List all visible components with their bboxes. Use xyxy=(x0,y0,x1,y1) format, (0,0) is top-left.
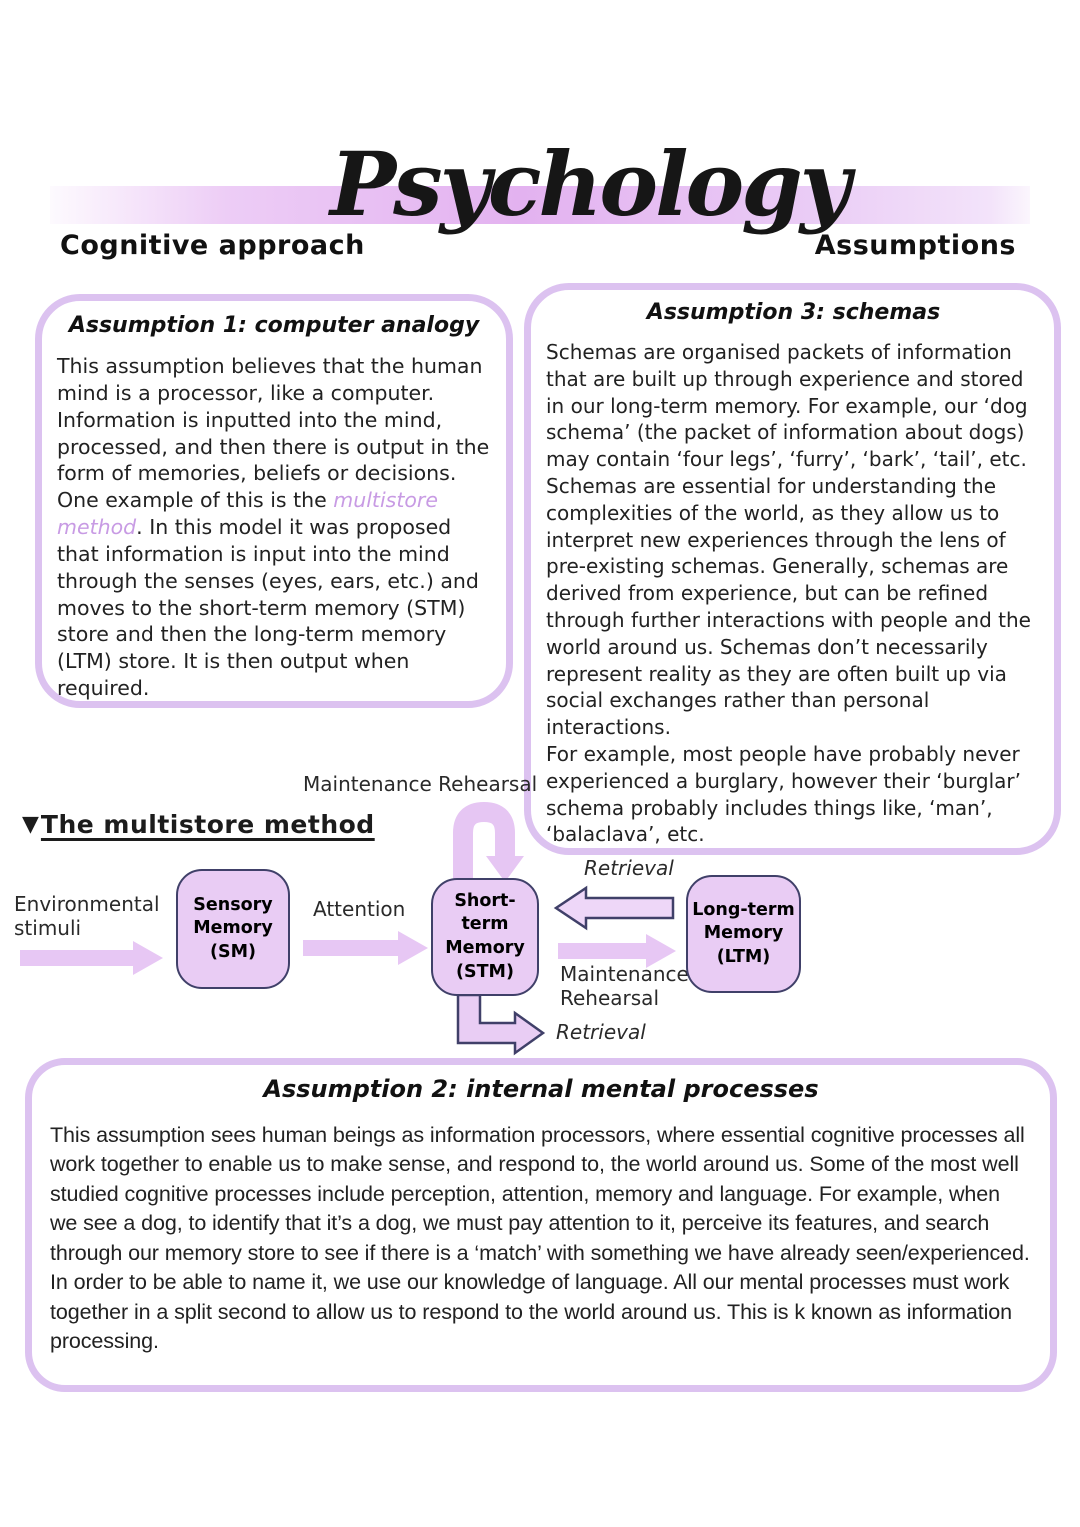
label-rehearsal: Rehearsal xyxy=(560,986,659,1010)
ltm-line2: Memory xyxy=(703,923,784,944)
stm-line3: (STM) xyxy=(456,961,514,982)
label-maintenance-rehearsal-top: Maintenance Rehearsal xyxy=(303,772,538,796)
sm-line3: (SM) xyxy=(209,941,256,962)
assumption1-text-after: . In this model it was proposed that inf… xyxy=(57,515,479,701)
loop-arrow xyxy=(453,801,524,882)
assumption3-paragraph-1: Schemas are organised packets of informa… xyxy=(546,340,1031,740)
stm-line2: Memory xyxy=(445,938,525,958)
right-heading: Assumptions xyxy=(814,230,1016,261)
diagram-heading-text: The multistore method xyxy=(40,810,375,839)
ltm-line1: Long-term xyxy=(692,899,795,920)
sensory-memory-box: Sensory Memory (SM) xyxy=(176,869,290,989)
triangle-bullet-icon: ▼ xyxy=(22,811,39,837)
assumption1-body: This assumption believes that the human … xyxy=(57,353,491,702)
input-arrow xyxy=(20,941,163,975)
assumption1-title: Assumption 1: computer analogy xyxy=(68,313,480,338)
label-retrieval-top: Retrieval xyxy=(584,856,674,880)
assumption3-paragraph-2: For example, most people have probably n… xyxy=(546,741,1021,847)
label-environmental-stimuli: Environmental stimuli xyxy=(14,892,160,940)
retrieval-arrow-ltm-to-stm xyxy=(553,885,675,931)
retrieval-output-arrow xyxy=(456,993,546,1056)
label-attention: Attention xyxy=(313,897,406,921)
label-environmental: Environmental xyxy=(14,892,160,916)
assumption2-title: Assumption 2: internal mental processes xyxy=(263,1075,819,1103)
multistore-method-link: multistore method xyxy=(57,488,438,540)
assumption3-card: Assumption 3: schemas Schemas are organi… xyxy=(524,283,1061,855)
assumption2-body: This assumption sees human beings as inf… xyxy=(50,1123,1030,1354)
ltm-line3: (LTM) xyxy=(716,946,771,967)
header-banner xyxy=(50,186,1030,224)
assumption3-body: Schemas are organised packets of informa… xyxy=(546,339,1041,848)
attention-arrow xyxy=(303,931,428,965)
assumption1-card: Assumption 1: computer analogy This assu… xyxy=(35,294,513,708)
diagram-heading: ▼ The multistore method xyxy=(22,810,375,839)
assumption2-card: Assumption 2: internal mental processes … xyxy=(25,1058,1057,1392)
long-term-memory-box: Long-term Memory (LTM) xyxy=(686,875,801,993)
sm-line1: Sensory xyxy=(193,894,273,915)
assumption3-title: Assumption 3: schemas xyxy=(646,300,941,325)
short-term-memory-box: Short-term Memory (STM) xyxy=(431,878,539,996)
left-heading: Cognitive approach xyxy=(60,230,365,261)
stm-line1: Short-term xyxy=(454,890,516,935)
page-title: Psychology xyxy=(330,132,851,236)
label-maintenance-rehearsal-bottom: Maintenance Rehearsal xyxy=(560,962,689,1010)
assumption1-text-before: This assumption believes that the human … xyxy=(57,354,490,513)
label-retrieval-bottom: Retrieval xyxy=(556,1020,646,1044)
sm-line2: Memory xyxy=(193,918,273,939)
label-stimuli: stimuli xyxy=(14,916,82,940)
label-maintenance: Maintenance xyxy=(560,962,689,986)
